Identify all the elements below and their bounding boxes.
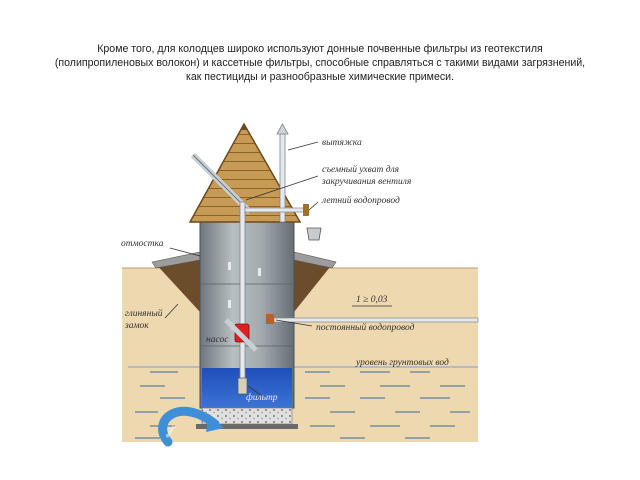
bucket xyxy=(306,227,322,241)
label-slope: 1 ≥ 0,03 xyxy=(356,295,388,305)
submersible-pump xyxy=(237,377,248,395)
inflow-arrow-head xyxy=(206,414,224,432)
leader-lines xyxy=(164,141,392,397)
tap xyxy=(303,204,309,216)
caption-line-1: Кроме того, для колодцев широко использу… xyxy=(97,43,543,55)
permanent-pipe xyxy=(273,317,479,323)
label-summer-pipe: летний водопровод xyxy=(321,195,400,206)
label-grip-line2: закручивания вентиля xyxy=(321,177,411,187)
label-grip-line1: съемный ухват для xyxy=(322,164,399,175)
label-pump: насос xyxy=(206,335,229,345)
label-vent: вытяжка xyxy=(322,138,362,148)
label-filter: фильтр xyxy=(246,392,278,403)
label-groundwater: уровень грунтовых вод xyxy=(355,357,449,368)
label-permanent-pipe: постоянный водопровод xyxy=(316,322,415,333)
inflow-arrow xyxy=(158,406,220,447)
riser-pipe xyxy=(239,201,246,381)
summer-pipe xyxy=(244,207,308,213)
well-bottom xyxy=(196,424,298,429)
groundwater-dashes xyxy=(135,371,470,439)
shaft-marks xyxy=(228,262,261,308)
label-clay-line2: замок xyxy=(124,321,149,331)
clay-lock-right xyxy=(294,256,334,312)
label-clay-line1: глиняный xyxy=(125,308,163,319)
caption-line-2: (полипропиленовых волокон) и кассетные ф… xyxy=(54,57,586,69)
caption-line-3: как пестициды и разнообразные химические… xyxy=(185,71,455,83)
pipe-fitting xyxy=(266,314,274,324)
pump-handle xyxy=(224,318,258,352)
label-blind-area: отмостка xyxy=(121,239,164,249)
caption: Кроме того, для колодцев широко использу… xyxy=(20,42,620,84)
roof-ridge xyxy=(241,124,247,130)
clay-lock-left xyxy=(154,256,200,312)
vent-cap xyxy=(276,123,289,135)
shaft-rings xyxy=(200,283,294,347)
